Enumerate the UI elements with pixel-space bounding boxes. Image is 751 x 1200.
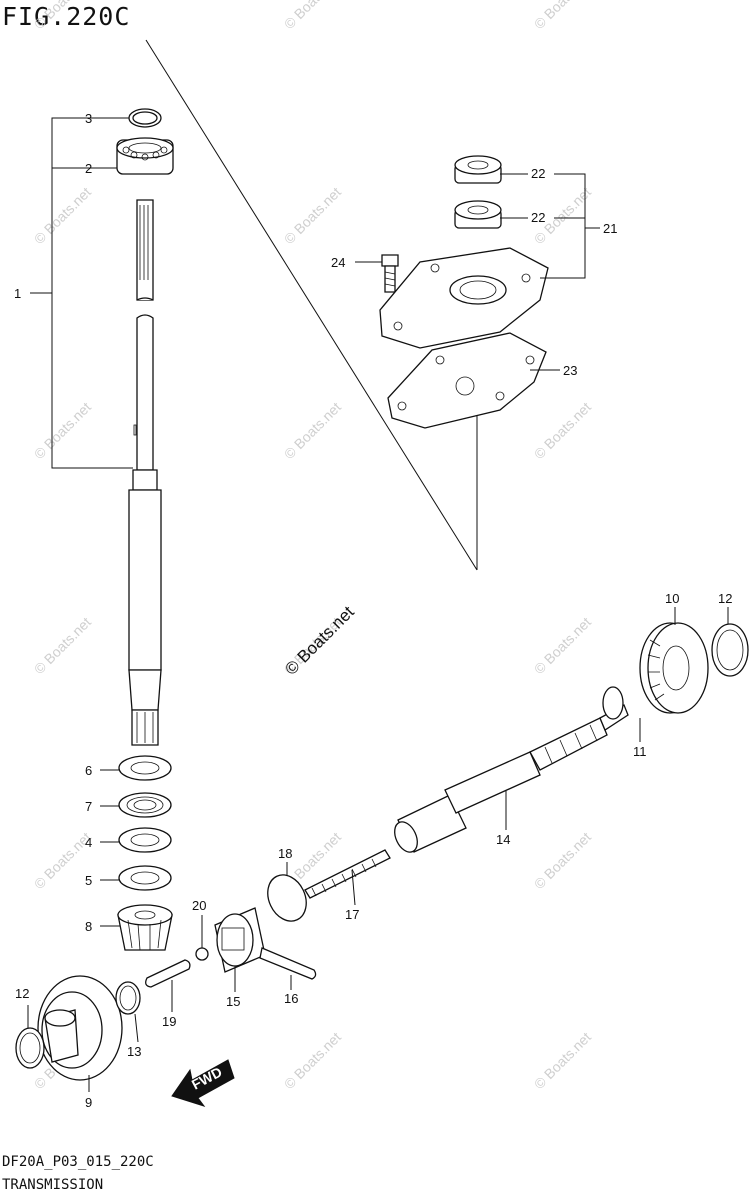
watermark: © Boats.net	[31, 399, 94, 462]
part-3-snap-ring	[128, 108, 162, 128]
watermark: © Boats.net	[31, 184, 94, 247]
callout-labels: 1 2 3 4 5 6 7 8 9 10 11 12 12 13 14 15 1…	[14, 111, 732, 1110]
part-12-shim-left	[15, 1027, 45, 1069]
part-14-propeller-shaft	[394, 704, 629, 853]
drive-shaft	[128, 199, 162, 746]
callout-24: 24	[331, 255, 345, 270]
callout-19: 19	[162, 1014, 176, 1029]
part-22-oil-seal-lower	[454, 200, 502, 229]
callout-20: 20	[192, 898, 206, 913]
watermark: © Boats.net	[281, 1029, 344, 1092]
callout-11: 11	[633, 744, 647, 759]
part-19-pin	[145, 959, 191, 988]
part-6-washer	[118, 755, 172, 781]
watermark-layer: © Boats.net © Boats.net © Boats.net © Boats…	[31, 0, 594, 1092]
part-13-shim	[115, 981, 141, 1015]
part-23-gasket	[387, 332, 547, 429]
watermark: © Boats.net	[31, 614, 94, 677]
callout-17: 17	[345, 907, 359, 922]
watermark: © Boats.net	[531, 614, 594, 677]
watermark: © Boats.net	[531, 399, 594, 462]
part-21-housing	[379, 247, 549, 349]
part-17-spring	[304, 849, 391, 899]
part-8-pinion-gear	[117, 904, 173, 951]
callout-10: 10	[665, 591, 679, 606]
part-22-oil-seal-upper	[454, 155, 502, 184]
watermark: © Boats.net	[531, 1029, 594, 1092]
callout-12-left: 12	[15, 986, 29, 1001]
callout-8: 8	[85, 919, 92, 934]
watermark: © Boats.net	[531, 829, 594, 892]
callout-1: 1	[14, 286, 21, 301]
callout-13: 13	[127, 1044, 141, 1059]
part-4-washer	[118, 827, 172, 853]
callout-21: 21	[603, 221, 617, 236]
watermark: © Boats.net	[531, 0, 594, 32]
callout-15: 15	[226, 994, 240, 1009]
part-9-reverse-gear	[37, 975, 123, 1081]
callout-3: 3	[85, 111, 92, 126]
part-15-clutch	[214, 907, 266, 973]
document-code: DF20A_P03_015_220C	[2, 1154, 154, 1170]
bracket-part-1	[30, 117, 133, 469]
callout-16: 16	[284, 991, 298, 1006]
callout-4: 4	[85, 835, 92, 850]
part-16-pin	[259, 947, 317, 980]
part-12-shim-right	[711, 623, 749, 677]
watermark: © Boats.net	[281, 399, 344, 462]
part-5-washer	[118, 865, 172, 891]
callout-7: 7	[85, 799, 92, 814]
part-2-bearing	[116, 137, 174, 175]
fwd-direction-arrow: FWD	[171, 1059, 235, 1107]
callout-22-lower: 22	[531, 210, 545, 225]
center-watermark: © Boats.net	[281, 602, 358, 679]
figure-title: FIG.220C	[2, 2, 131, 31]
callout-6: 6	[85, 763, 92, 778]
part-20-ball	[195, 947, 209, 961]
callout-12-right: 12	[718, 591, 732, 606]
callout-9: 9	[85, 1095, 92, 1110]
part-24-bolt	[381, 254, 399, 293]
callout-23: 23	[563, 363, 577, 378]
part-7-thrust-bearing	[118, 792, 172, 818]
section-name: TRANSMISSION	[2, 1177, 104, 1193]
watermark: © Boats.net	[281, 0, 344, 32]
watermark: © Boats.net	[281, 184, 344, 247]
leader-lines	[27, 173, 729, 1092]
callout-14: 14	[496, 832, 510, 847]
detail-leader-line	[145, 39, 478, 571]
callout-22-upper: 22	[531, 166, 545, 181]
part-18-ring	[267, 874, 307, 922]
part-10-forward-gear	[639, 622, 709, 714]
callout-18: 18	[278, 846, 292, 861]
callout-2: 2	[85, 161, 92, 176]
part-11-shim	[602, 686, 624, 720]
callout-5: 5	[85, 873, 92, 888]
watermark: © Boats.net	[31, 0, 94, 32]
